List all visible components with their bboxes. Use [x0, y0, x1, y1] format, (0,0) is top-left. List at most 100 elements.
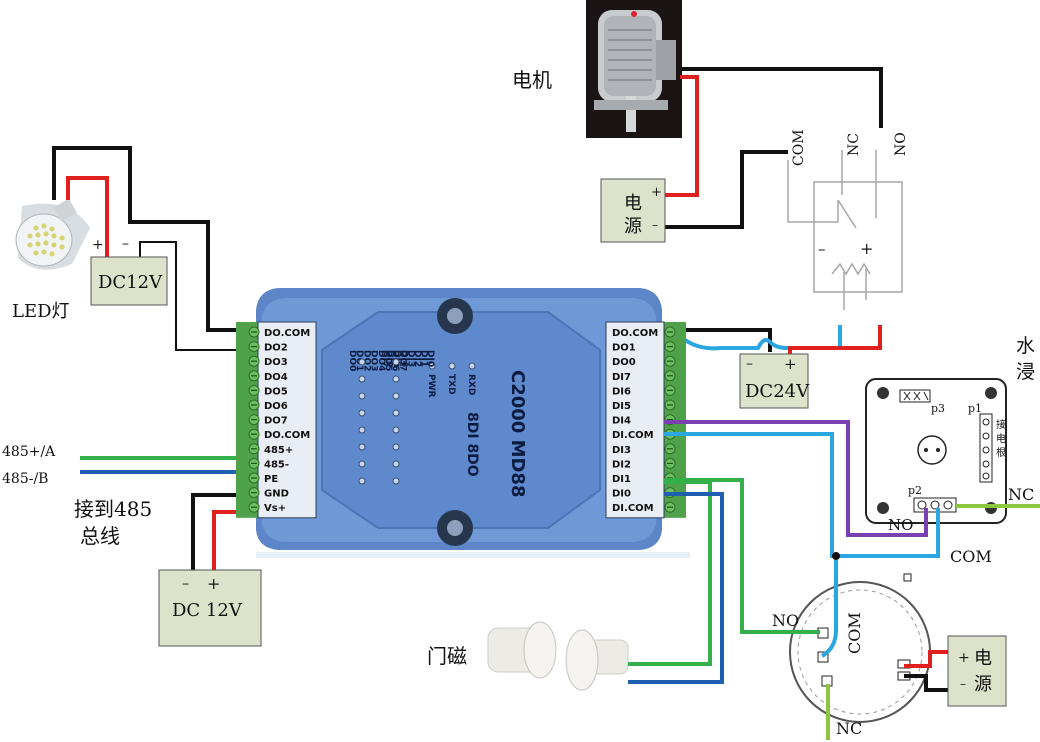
water-gen-label: 根	[996, 446, 1006, 459]
motor-photo	[586, 0, 682, 138]
terminal-label: GND	[264, 489, 289, 500]
do-led	[358, 460, 366, 468]
terminal-label: DO5	[264, 386, 288, 397]
led-lamp-photo	[15, 198, 90, 270]
terminal-label: DI7	[612, 372, 631, 383]
dc24v-plus: +	[784, 355, 797, 373]
left-terminal-label-panel	[257, 321, 317, 519]
dc12v-top-black-wire	[139, 241, 240, 351]
water-no-label: NO	[888, 516, 913, 534]
motor-power-plus: +	[651, 185, 662, 200]
do-led-label: DO7	[397, 350, 407, 371]
relay-nc-label: NC	[846, 133, 862, 156]
led-lamp-label: LED灯	[12, 301, 70, 322]
smoke-power-black-wire	[904, 674, 948, 692]
door-green-wire	[628, 480, 712, 666]
relay-coil-blue-wire	[683, 325, 842, 351]
bus-note-1: 接到485	[74, 497, 152, 521]
water-label-2: 浸	[1016, 361, 1035, 383]
status-led-label: RXD	[466, 374, 476, 395]
small-square	[903, 573, 912, 582]
left-terminal-block: DO.COMDO2DO3DO4DO5DO6DO7DO.COM485+485-PE…	[236, 321, 317, 519]
do-led	[358, 477, 366, 485]
status-led	[468, 362, 476, 370]
water-p1-label: p1	[968, 402, 982, 415]
water-label-1: 水	[1016, 335, 1035, 357]
di-led	[392, 392, 400, 400]
di-led-label: DI0	[425, 350, 435, 367]
io-leds: DO0DO1DO2DO3DO4DO5DO6DO7DI7DI6DI5DI4DI3D…	[347, 350, 435, 485]
di-led-label: DI4	[399, 350, 409, 367]
bus-note-2: 总线	[80, 524, 120, 548]
di-led-label: DI6	[386, 350, 396, 367]
dc24v-minus: –	[746, 356, 753, 372]
terminal-label: DI5	[612, 401, 631, 412]
terminal-label: 485+	[264, 445, 293, 456]
do-led-label: DO4	[376, 350, 386, 371]
motor-power-minus: –	[652, 218, 658, 232]
terminal-label: DO.COM	[264, 430, 310, 441]
relay-com-wire	[664, 150, 788, 229]
smoke-power-minus: –	[960, 677, 966, 691]
terminal-label: DO1	[612, 343, 636, 354]
terminal-label: DI3	[612, 445, 631, 456]
module-subtitle-label: 8DI 8DO	[464, 412, 480, 477]
smoke-power-red-wire	[904, 650, 948, 668]
dc12v-top-label: DC12V	[98, 272, 163, 293]
do-led-label: DO5	[383, 350, 393, 371]
do-led	[358, 358, 366, 366]
door-magnet-photo	[487, 621, 629, 691]
dc12v-top-minus: –	[122, 236, 129, 252]
di-led	[392, 443, 400, 451]
di-led-label: DI1	[419, 350, 429, 367]
door-label: 门磁	[427, 644, 467, 668]
terminal-label: DI4	[612, 416, 631, 427]
smoke-power-box: + 电 – 源	[947, 635, 1007, 707]
terminal-label: DO4	[264, 372, 288, 383]
led-black-wire	[52, 146, 240, 332]
dc12v-top-box: DC12V	[90, 256, 168, 306]
terminal-label: DO6	[264, 401, 288, 412]
di-led	[392, 477, 400, 485]
terminal-label: DI2	[612, 459, 631, 470]
motor-black-wire	[680, 67, 883, 128]
dc24v-red-wire	[788, 325, 882, 356]
terminal-label: DI0	[612, 489, 631, 500]
di-led-label: DI7	[379, 350, 389, 367]
relay-coil-minus: –	[818, 240, 826, 258]
do-led-label: DO0	[347, 350, 357, 371]
di-led	[392, 358, 400, 366]
do-led	[358, 409, 366, 417]
dc12v-bottom-red-wire	[212, 510, 240, 570]
status-led	[428, 362, 436, 370]
water-jie-label: 接	[996, 418, 1006, 431]
smoke-power-plus: +	[958, 650, 970, 666]
di-led-label: DI3	[405, 350, 415, 367]
dc12v-bottom-label: DC 12V	[172, 600, 243, 621]
status-led	[448, 362, 456, 370]
bus-a-label: 485+/A	[2, 444, 56, 460]
do-led	[358, 392, 366, 400]
di-led	[392, 409, 400, 417]
terminal-label: 485-	[264, 459, 289, 470]
right-terminal-block: DO.COMDO1DO0DI7DI6DI5DI4DI.COMDI3DI2DI1D…	[605, 321, 686, 519]
water-com-label: COM	[950, 547, 992, 566]
water-nc-label: NC	[1008, 485, 1034, 504]
water-p2-label: p2	[908, 484, 922, 497]
dc12v-top-plus: +	[92, 237, 104, 253]
terminal-label: PE	[264, 474, 278, 485]
motor-power-label-1: 电	[624, 193, 642, 214]
water-dian-label: 电	[996, 432, 1006, 445]
di-led-label: DI5	[392, 350, 402, 367]
terminal-label: DI.COM	[612, 503, 654, 514]
di-led	[392, 375, 400, 383]
smoke-power-label-2: 源	[974, 674, 992, 695]
door-blue-wire	[628, 492, 724, 684]
motor-power-label-2: 源	[624, 216, 642, 237]
bus-b-label: 485-/B	[2, 471, 48, 487]
water-no-wire	[664, 420, 928, 537]
do-led-label: DO2	[361, 350, 371, 371]
terminal-label: DO2	[264, 343, 288, 354]
terminal-label: DI1	[612, 474, 631, 485]
